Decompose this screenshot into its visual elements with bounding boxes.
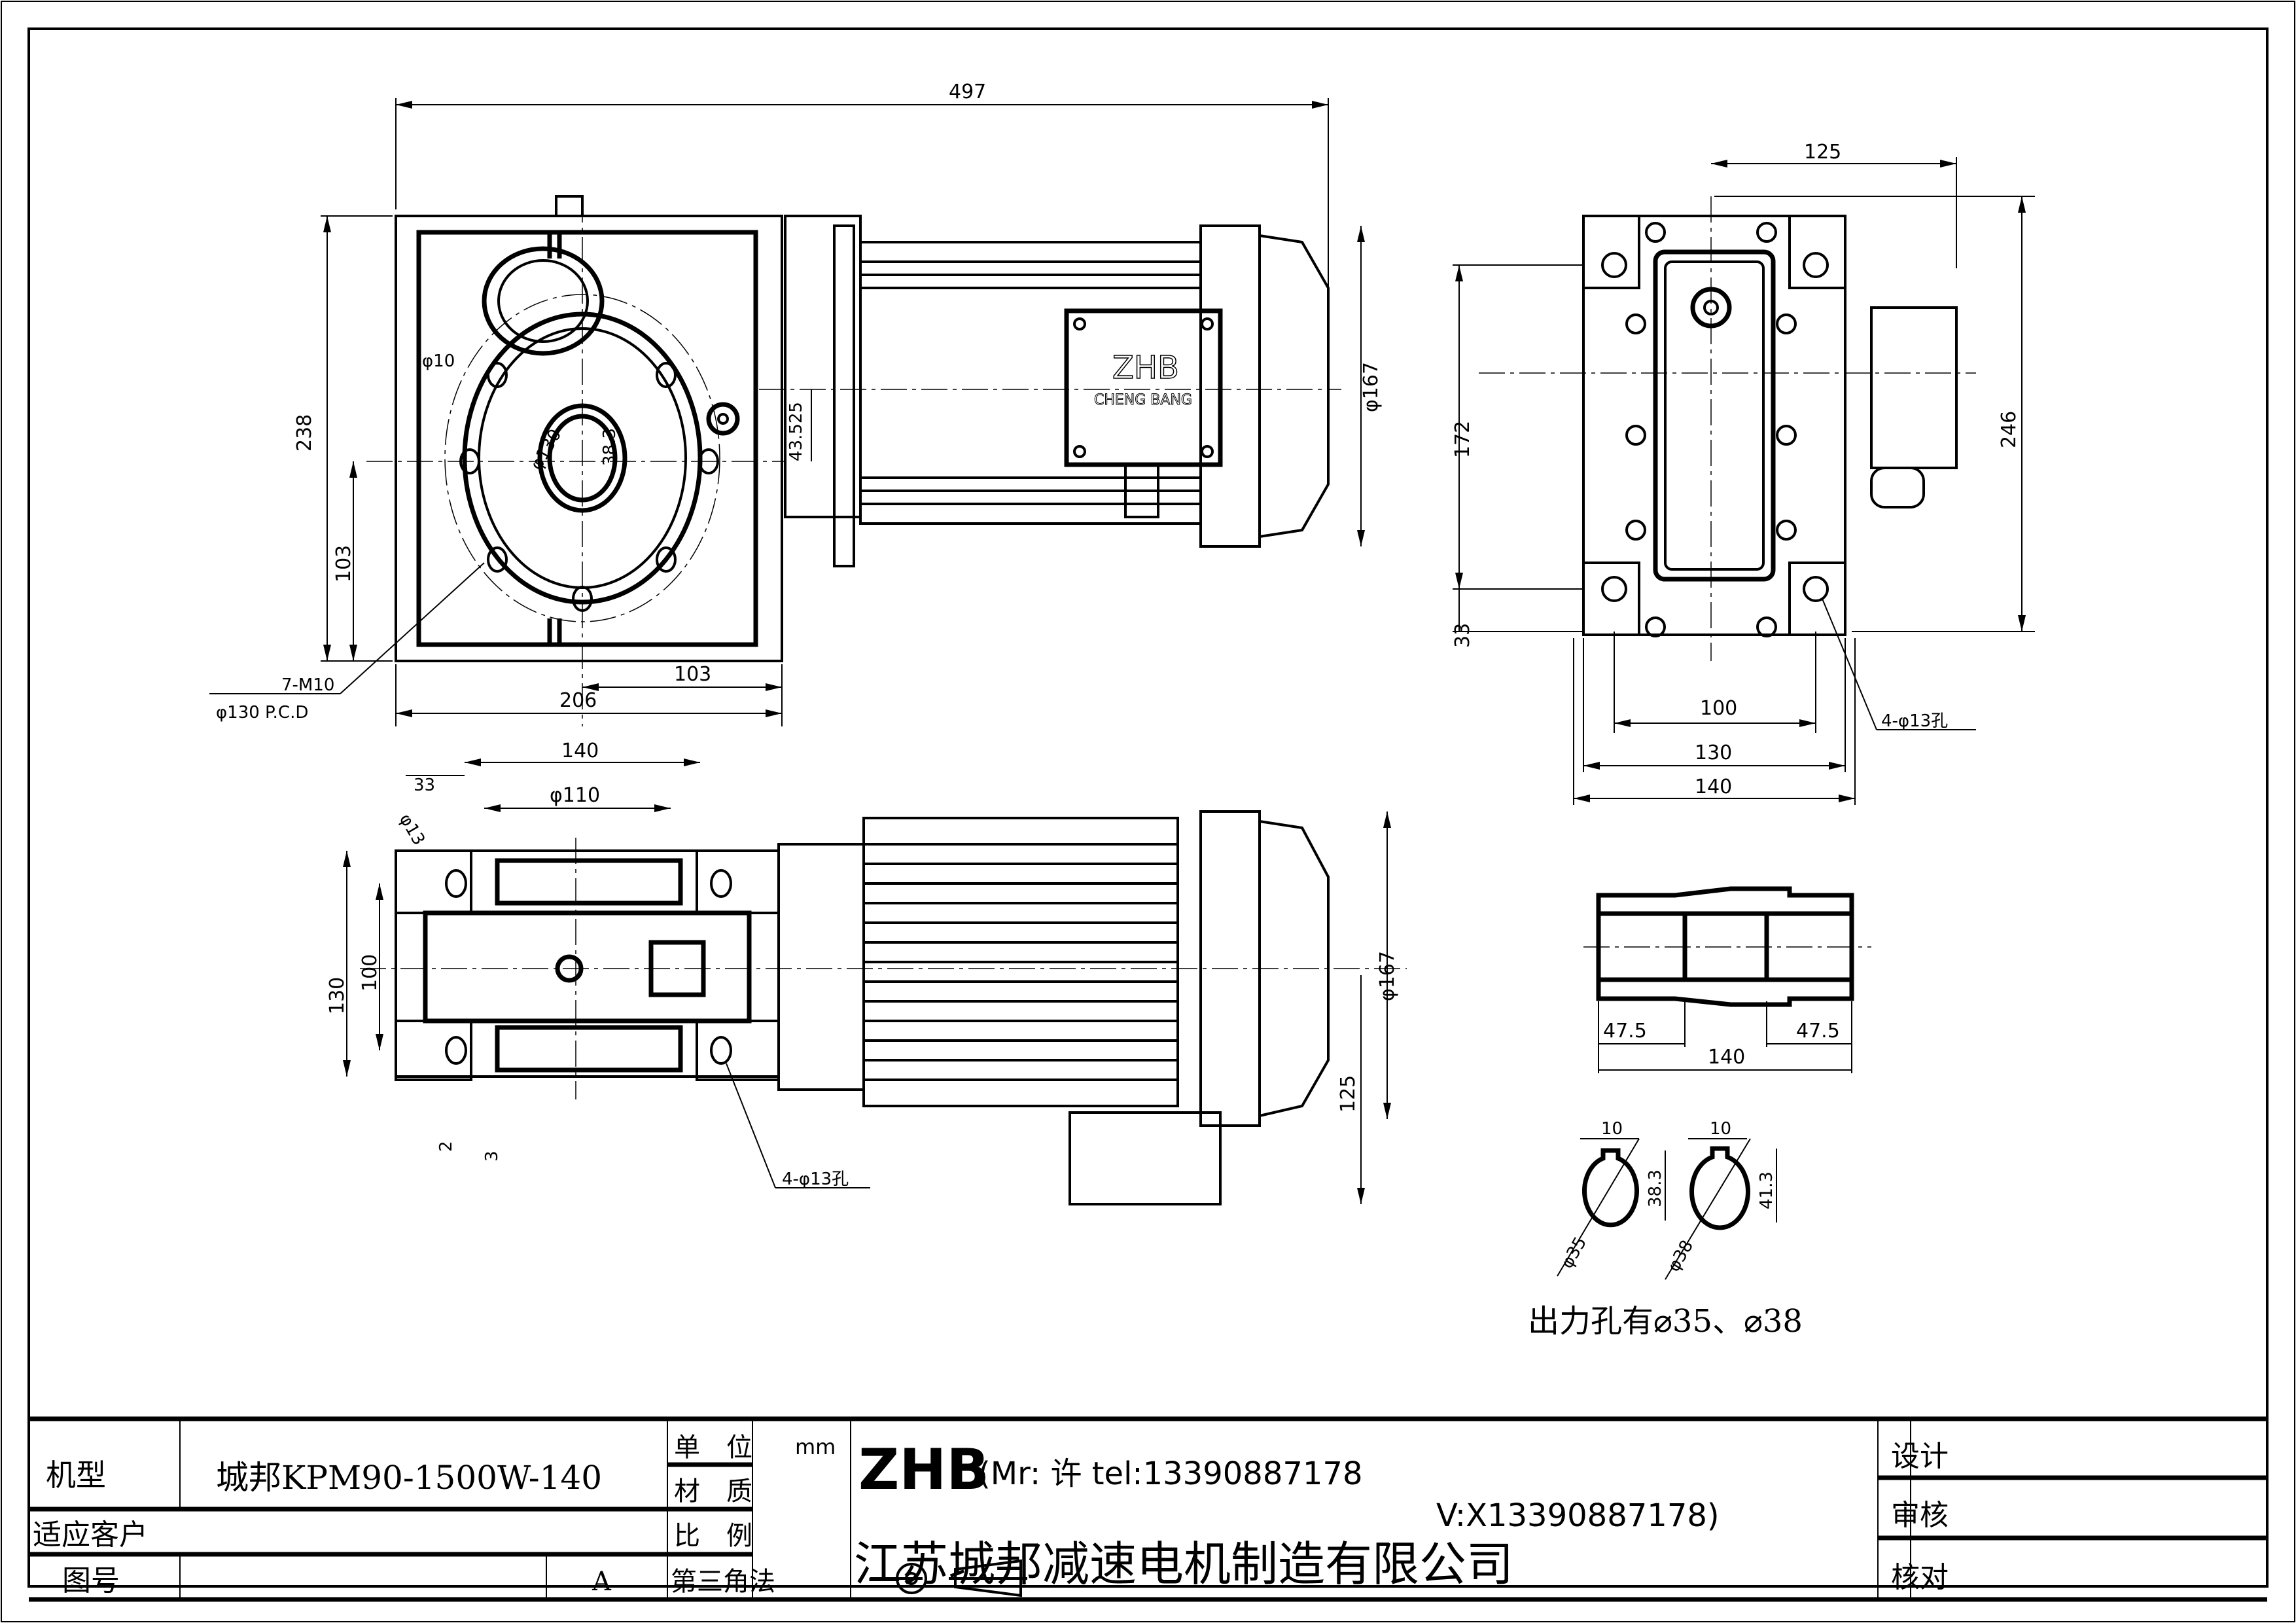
side-view: 125 172 33 246 [1451,141,2035,805]
check-label: 核对 [1891,1561,1949,1594]
dim-125: 125 [1804,141,1841,164]
depth-38-3: 38.3 [1646,1169,1665,1207]
contact-line2: V:X13390887178) [1436,1497,1720,1534]
dim-206: 206 [559,689,597,712]
depth-41-3: 41.3 [1757,1171,1776,1209]
front-view: 497 [209,80,1383,726]
dim-130-top: 130 [326,977,349,1014]
dia-35: φ35 [1557,1234,1591,1272]
dim-140-top: 140 [561,740,599,762]
third-angle-projection-icon [870,1559,1027,1597]
motor-dia-label: φ167 [1360,362,1383,412]
dim-33-top: 33 [414,776,435,795]
hole-callout-top: 4-φ13孔 [782,1169,849,1189]
dim-103-vert: 103 [332,545,355,582]
unit-label: 单 位 [674,1433,752,1463]
review-label: 审核 [1891,1499,1949,1532]
design-label: 设计 [1891,1440,1949,1473]
shaft-left-len: 47.5 [1603,1020,1647,1043]
thread-callout: 7-M10 [281,675,334,695]
gap-2: 2 [436,1141,456,1152]
frame-border [27,27,2269,1588]
dim-140: 140 [1695,776,1732,798]
dim-100-top: 100 [359,954,381,991]
gap-3: 3 [482,1150,502,1162]
bolt-dia-label: φ10 [422,351,455,371]
model-label: 机型 [46,1457,106,1493]
top-view: 140 33 φ110 φ13 [326,740,1407,1205]
flange-dia-label: φ130 [527,426,565,474]
key-width-35: 10 [1601,1119,1623,1139]
title-block: 机型 城邦KPM90-1500W-140 适应客户 图号 A 单 位 mm 材 … [29,1416,2267,1602]
company-name: 江苏城邦减速电机制造有限公司 [854,1537,1513,1592]
bore-detail-35: 10 38.3 φ35 [1557,1119,1666,1277]
shaft-total-len: 140 [1708,1046,1745,1069]
key-width-38: 10 [1710,1119,1731,1139]
contact-line1: (Mr: 许 tel:13390887178 [978,1455,1363,1492]
drawing-no-label: 图号 [62,1564,120,1597]
dim-130: 130 [1695,741,1732,764]
logo-zhb: ZHB [1112,349,1179,386]
dim-33: 33 [1451,623,1474,648]
bore-detail-38: 10 41.3 φ38 [1664,1119,1777,1280]
revision: A [592,1567,612,1597]
pcd-callout: φ130 P.C.D [216,703,308,722]
dim-246: 246 [1998,411,2021,448]
model-value: 城邦KPM90-1500W-140 [216,1459,602,1497]
dim-100: 100 [1700,697,1737,720]
hole-dia-top: φ13 [395,811,429,849]
brand-zhb: ZHB [858,1437,989,1503]
shaft-section: 47.5 47.5 140 [1583,886,1871,1073]
unit-value: mm [795,1435,836,1459]
logo-cheng-bang: CHENG BANG [1094,392,1192,408]
dim-125-top: 125 [1337,1075,1360,1113]
dim-172: 172 [1451,421,1474,458]
shaft-right-len: 47.5 [1796,1020,1840,1043]
keyway-depth-label: 38.3 [600,428,620,466]
dim-110: φ110 [550,784,600,807]
customer-label: 适应客户 [33,1518,148,1552]
dim-238: 238 [293,414,316,452]
dim-103-horiz: 103 [674,663,711,686]
terminal-box [1064,308,1223,467]
offset-label: 43.525 [786,402,806,461]
scale-label: 比 例 [674,1521,752,1551]
motor-dia-top: φ167 [1376,951,1399,1001]
dia-38: φ38 [1664,1237,1697,1275]
dim-497: 497 [949,80,986,103]
material-label: 材 质 [674,1476,752,1507]
hole-callout-side: 4-φ13孔 [1881,711,1948,731]
projection-label: 第三角法 [671,1567,775,1597]
bore-note: 出力孔有⌀35、⌀38 [1528,1303,1803,1340]
